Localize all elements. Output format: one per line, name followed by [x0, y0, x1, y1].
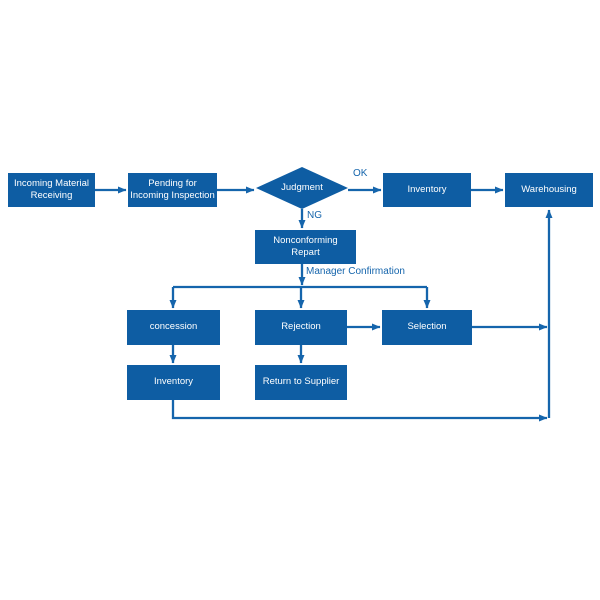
node-label: Inventory: [153, 376, 194, 388]
node-nonconforming-repart: Nonconforming Repart: [255, 230, 356, 264]
node-inventory-top: Inventory: [383, 173, 471, 207]
node-label: concession: [149, 321, 198, 333]
node-label: Pending for: [148, 177, 197, 189]
edge-label-ok: OK: [353, 168, 368, 179]
node-label: Rejection: [281, 321, 321, 333]
node-label: Judgment: [281, 181, 323, 193]
node-label: Receiving: [30, 190, 73, 201]
node-warehousing: Warehousing: [505, 173, 593, 207]
edge-label-ng: NG: [307, 210, 322, 221]
node-label: Nonconforming: [273, 234, 338, 246]
node-label: Incoming Inspection: [130, 190, 215, 201]
edge-inventory-to-rail: [171, 400, 548, 422]
node-label: Return to Supplier: [262, 376, 340, 388]
node-return-to-supplier: Return to Supplier: [255, 365, 347, 400]
node-incoming-material-receiving: Incoming Material Receiving: [8, 173, 95, 207]
node-label: Repart: [291, 247, 320, 258]
node-label: Selection: [407, 321, 447, 333]
edge-label-manager-confirmation: Manager Confirmation: [306, 266, 405, 277]
node-label: Inventory: [407, 183, 447, 195]
node-pending-incoming-inspection: Pending for Incoming Inspection: [128, 173, 217, 207]
node-label: Warehousing: [521, 183, 577, 195]
node-label: Incoming Material: [14, 177, 89, 189]
node-rejection: Rejection: [255, 310, 347, 345]
node-inventory-bottom: Inventory: [127, 365, 220, 400]
node-selection: Selection: [382, 310, 472, 345]
node-concession: concession: [127, 310, 220, 345]
